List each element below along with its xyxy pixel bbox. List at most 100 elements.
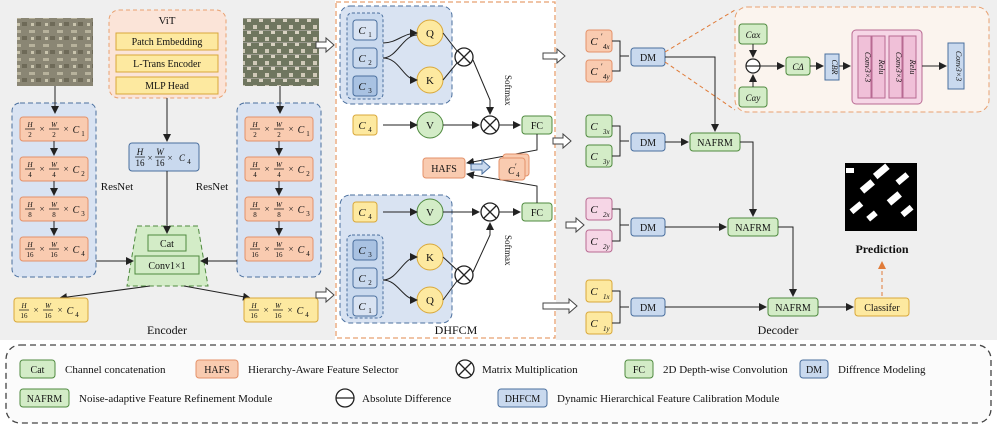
fc-label-upper: FC <box>531 121 544 132</box>
cbr-label: CBR <box>830 59 839 74</box>
svg-text:3: 3 <box>368 87 372 95</box>
softmax-label-lower: Softmax <box>503 235 513 266</box>
svg-text:×: × <box>39 164 44 174</box>
svg-text:C: C <box>590 36 598 48</box>
dm-label-1: DM <box>640 53 656 64</box>
svg-text:8: 8 <box>52 211 56 219</box>
svg-text:1: 1 <box>368 31 372 39</box>
c-delta-label: CΔ <box>792 62 803 72</box>
svg-text:H: H <box>26 161 33 169</box>
svg-text:4: 4 <box>253 171 257 179</box>
prediction-label: Prediction <box>855 242 908 256</box>
svg-text:C: C <box>297 306 304 317</box>
svg-text:×: × <box>287 305 292 315</box>
legend-box <box>5 344 992 424</box>
svg-text:H: H <box>20 302 27 310</box>
svg-text:16: 16 <box>51 251 59 259</box>
svg-text:W: W <box>51 241 58 249</box>
vit-title: ViT <box>158 15 175 27</box>
conv1x1-box <box>134 255 200 275</box>
svg-text:3x: 3x <box>602 128 611 136</box>
svg-text:W: W <box>156 147 165 157</box>
svg-text:C: C <box>590 318 598 330</box>
resnet-left-label: ResNet <box>101 181 133 193</box>
svg-text:×: × <box>264 164 269 174</box>
svg-text:×: × <box>63 204 68 214</box>
svg-text:H: H <box>26 201 33 209</box>
svg-text:C: C <box>358 301 366 313</box>
svg-text:×: × <box>39 244 44 254</box>
svg-text:C: C <box>358 273 366 285</box>
svg-text:×: × <box>39 124 44 134</box>
svg-text:H: H <box>251 161 258 169</box>
residual-layer-label-3: Conv3×3 <box>894 52 903 82</box>
dhfcm-border <box>335 1 556 339</box>
svg-text:3: 3 <box>306 210 310 218</box>
svg-text:H: H <box>26 241 33 249</box>
svg-text:×: × <box>63 124 68 134</box>
hafs-box <box>422 157 466 179</box>
hollow-arrow-dec-4 <box>542 297 578 315</box>
matmul-node-lower-v <box>480 202 500 222</box>
residual-layer-label-1: Conv3×3 <box>863 52 872 82</box>
svg-text:H: H <box>251 201 258 209</box>
svg-text:×: × <box>264 124 269 134</box>
svg-text:C: C <box>590 121 598 133</box>
svg-text:×: × <box>39 204 44 214</box>
svg-text:1: 1 <box>368 307 372 315</box>
svg-text:W: W <box>51 121 58 129</box>
svg-text:C: C <box>73 245 80 256</box>
c-prime-4-label: C ′ 4 <box>508 162 520 179</box>
decoder-input-c4x: C′4x <box>585 29 613 53</box>
input-image-t2 <box>243 18 319 86</box>
svg-text:Matrix Multiplication: Matrix Multiplication <box>482 364 578 376</box>
svg-text:×: × <box>288 244 293 254</box>
svg-text:′: ′ <box>601 62 603 71</box>
hollow-arrow-bottom <box>315 286 335 304</box>
nafrm-label-2: NAFRM <box>735 223 771 234</box>
svg-text:×: × <box>288 204 293 214</box>
svg-text:C: C <box>508 166 515 177</box>
svg-text:8: 8 <box>277 211 281 219</box>
svg-text:NAFRM: NAFRM <box>27 394 63 405</box>
svg-text:C: C <box>358 245 366 257</box>
legend-item-7: Absolute Difference <box>335 388 451 408</box>
svg-text:Diffrence Modeling: Diffrence Modeling <box>838 364 926 376</box>
c-prime-4-box <box>498 157 526 181</box>
svg-text:16: 16 <box>276 251 284 259</box>
dm-label-2: DM <box>640 138 656 149</box>
svg-text:C: C <box>298 205 305 216</box>
svg-text:×: × <box>63 164 68 174</box>
svg-text:C: C <box>73 205 80 216</box>
svg-text:2: 2 <box>253 131 257 139</box>
hollow-arrow-dec-1 <box>542 47 566 65</box>
svg-text:DHFCM: DHFCM <box>505 394 541 405</box>
svg-text:W: W <box>276 241 283 249</box>
svg-text:16: 16 <box>21 312 29 320</box>
resnet-right-label: ResNet <box>196 181 228 193</box>
svg-text:4: 4 <box>305 311 309 319</box>
svg-text:2: 2 <box>368 279 372 287</box>
svg-text:8: 8 <box>253 211 257 219</box>
svg-text:H: H <box>136 147 144 157</box>
residual-layer-2 <box>871 35 886 99</box>
dhfcm-title: DHFCM <box>435 323 478 337</box>
svg-text:Noise-adaptive Feature Refinem: Noise-adaptive Feature Refinement Module <box>79 393 272 405</box>
c-alpha-x-label: Cαx <box>746 30 761 40</box>
svg-text:DM: DM <box>806 365 822 376</box>
input-image-t1 <box>17 18 93 86</box>
svg-text:2D Depth-wise Convolution: 2D Depth-wise Convolution <box>663 364 788 376</box>
